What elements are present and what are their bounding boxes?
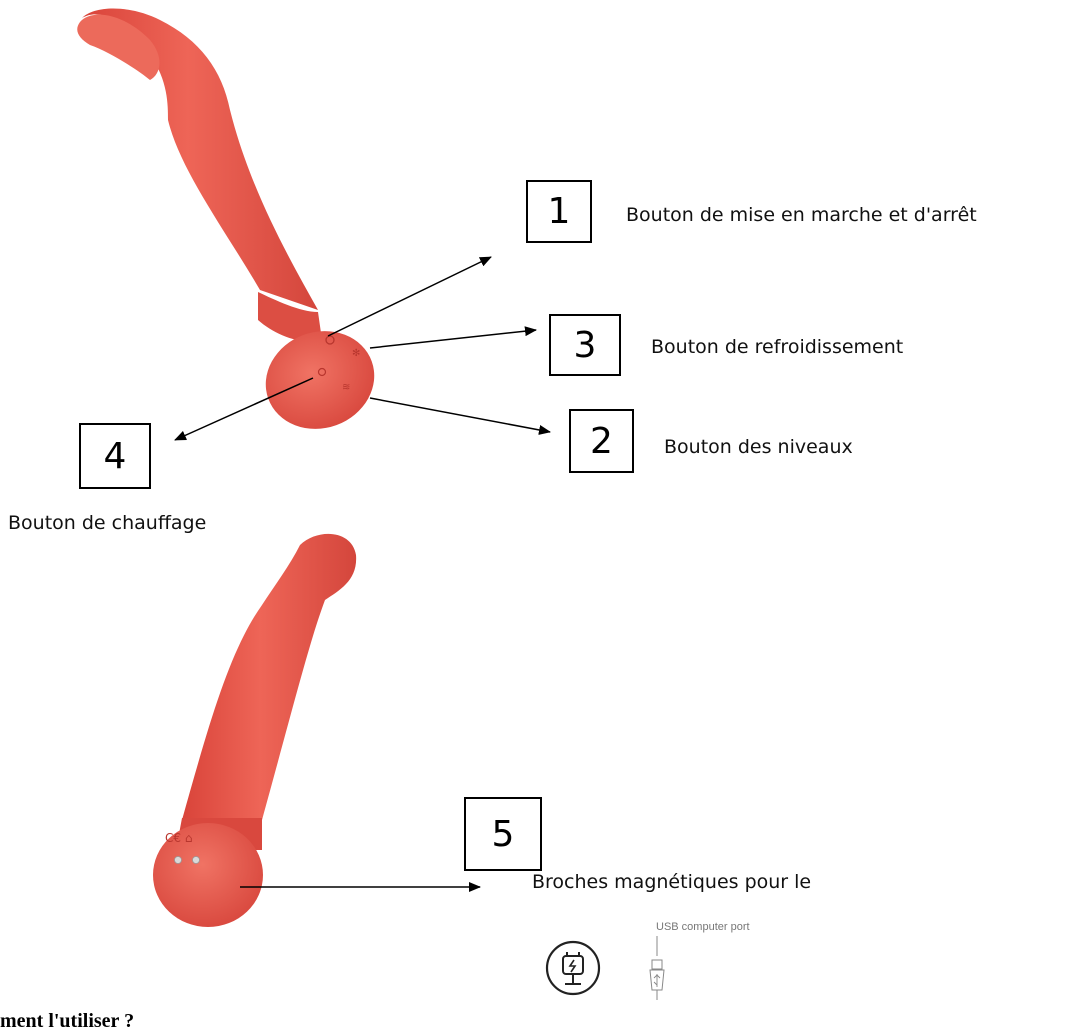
usb-port-label: USB computer port (656, 921, 750, 933)
usb-connector-icon (649, 936, 665, 1000)
snowflake-cool-icon: ✻ (352, 348, 360, 359)
arrow-callout-1 (327, 256, 492, 337)
device-bottom-handle (153, 823, 263, 927)
arrow-callout-3 (369, 326, 537, 349)
device-bottom-shaft (182, 533, 357, 820)
section-heading: ment l'utiliser ? (0, 1010, 135, 1032)
callout-number-2: 2 (569, 409, 634, 473)
device-top-shaft (82, 8, 318, 310)
device-top-view: ✻ ≋ (77, 8, 375, 429)
callout-label-2: Bouton des niveaux (664, 436, 853, 458)
callout-label-5: Broches magnétiques pour le (532, 871, 812, 893)
device-bottom-view: C€ ⌂ (153, 533, 357, 927)
callout-label-4: Bouton de chauffage (8, 512, 207, 534)
heat-waves-icon (317, 367, 327, 377)
device-top-collar (258, 292, 322, 342)
device-top-tip (77, 14, 160, 80)
callout-number-1: 1 (526, 180, 592, 243)
callout-number-4: 4 (79, 423, 151, 489)
device-top-handle (265, 331, 375, 429)
arrow-callout-2 (369, 397, 551, 435)
arrow-callout-4 (174, 377, 314, 441)
ce-mark-icon: C€ ⌂ (165, 831, 192, 845)
callout-number-3: 3 (549, 314, 621, 376)
callout-label-3: Bouton de refroidissement (651, 336, 904, 358)
charger-plug-icon (545, 940, 601, 996)
callout-label-1: Bouton de mise en marche et d'arrêt (626, 204, 977, 226)
magnetic-pin-icon (192, 856, 200, 864)
callout-number-5: 5 (464, 797, 542, 871)
level-button-icon: ≋ (342, 382, 350, 393)
power-button-icon (325, 335, 335, 345)
magnetic-pin-icon (174, 856, 182, 864)
